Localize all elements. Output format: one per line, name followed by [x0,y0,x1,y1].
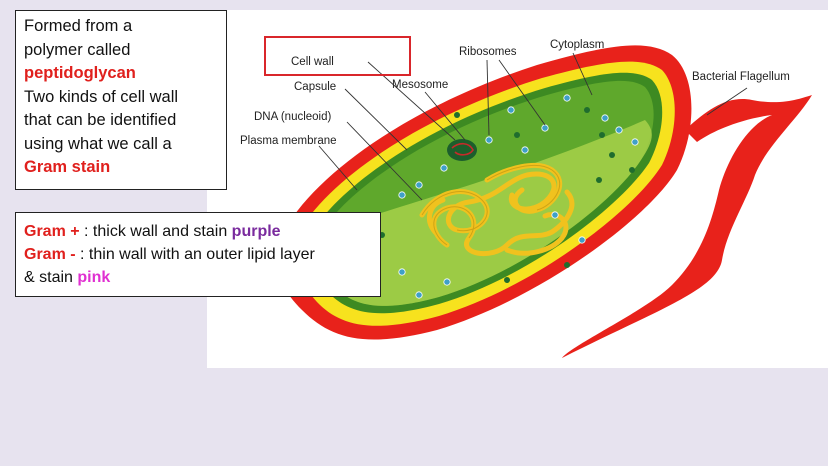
gram-negative-text-2: & stain [24,269,78,286]
pink-word: pink [77,269,111,286]
info-line: using what we call a [24,134,172,153]
label-plasma-membrane: Plasma membrane [240,135,337,147]
label-ribosomes: Ribosomes [459,46,517,58]
cell-wall-highlight-box [264,36,411,76]
info-line: Formed from a [24,17,133,35]
flagellum [562,95,812,358]
label-capsule: Capsule [294,81,336,93]
label-dna: DNA (nucleoid) [254,111,332,123]
bacterium-diagram: Cell wall Capsule Mesosome Ribosomes Cyt… [240,36,812,358]
info-line: that can be identified [24,111,177,129]
cytoplasm-lower-shade [316,120,652,306]
label-mesosome: Mesosome [392,79,448,91]
peptidoglycan-info-box: Formed from a polymer called peptidoglyc… [15,10,227,190]
ribosomes [353,94,639,299]
peptidoglycan-term: peptidoglycan [24,64,136,82]
mesosome [447,139,477,161]
gram-negative-label: Gram - [24,246,76,263]
gram-positive-text: : thick wall and stain [79,223,232,240]
gram-stain-box: Gram + : thick wall and stain purple Gra… [15,212,381,297]
gram-negative-line: Gram - : thin wall with an outer lipid l… [24,243,372,266]
info-line: Two kinds of cell wall [24,87,179,106]
gram-positive-line: Gram + : thick wall and stain purple [24,220,372,243]
info-line: polymer called [24,40,131,59]
label-cytoplasm: Cytoplasm [550,39,604,51]
label-flagellum: Bacterial Flagellum [692,71,790,83]
purple-word: purple [231,223,281,240]
ribosome-granules [379,107,635,283]
gram-negative-line-2: & stain pink [24,266,372,289]
gram-negative-text: : thin wall with an outer lipid layer [75,246,315,263]
gram-positive-label: Gram + [24,223,80,240]
leader-lines [318,52,748,201]
gram-stain-term: Gram stain [24,158,111,176]
dna-nucleoid-outline [421,164,561,246]
label-cell-wall: Cell wall [291,56,334,68]
diagram-panel: Cell wall Capsule Mesosome Ribosomes Cyt… [207,10,828,368]
